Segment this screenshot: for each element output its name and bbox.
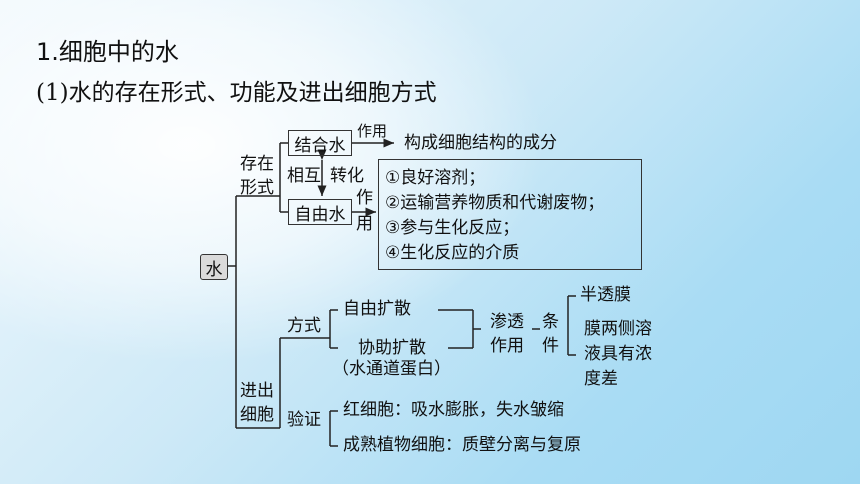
rbc-text: 红细胞：吸水膨胀，失水皱缩 (343, 400, 564, 420)
condition-char2: 件 (542, 336, 559, 356)
facilitated-note: （水通道蛋白） (332, 359, 451, 379)
condition-gradient-line1: 膜两侧溶 (584, 319, 652, 339)
free-function-box: ①良好溶剂； ②运输营养物质和代谢废物； ③参与生化反应； ④生化反应的介质 (378, 159, 642, 270)
free-function-1: ①良好溶剂； (385, 168, 486, 188)
branch-forms-line2: 形式 (240, 178, 274, 198)
bound-function-text: 构成细胞结构的成分 (404, 133, 557, 153)
branch-transport-line1: 进出 (240, 381, 274, 401)
bound-water-label: 结合水 (294, 135, 346, 156)
page-title: 1.细胞中的水 (36, 38, 179, 66)
free-action-char2: 用 (356, 214, 373, 234)
simple-diffusion-label: 自由扩散 (343, 299, 411, 319)
condition-semipermeable: 半透膜 (580, 285, 631, 305)
mutual-label: 相互 (287, 166, 321, 186)
verify-label: 验证 (287, 410, 321, 430)
free-water-box: 自由水 (288, 199, 352, 225)
free-action-char1: 作 (356, 188, 373, 208)
branch-transport-line2: 细胞 (240, 405, 274, 425)
page-subtitle: (1)水的存在形式、功能及进出细胞方式 (36, 80, 437, 106)
condition-gradient-line2: 液具有浓 (584, 344, 652, 364)
root-label: 水 (205, 259, 223, 280)
free-function-4: ④生化反应的介质 (385, 243, 520, 263)
osmosis-line1: 渗透 (490, 312, 524, 332)
plant-cell-text: 成熟植物细胞：质壁分离与复原 (343, 435, 581, 455)
condition-char1: 条 (542, 312, 559, 332)
root-node: 水 (200, 254, 228, 280)
method-label: 方式 (287, 316, 321, 336)
osmosis-line2: 作用 (490, 336, 524, 356)
convert-label: 转化 (330, 166, 364, 186)
bound-water-box: 结合水 (288, 130, 352, 156)
free-function-3: ③参与生化反应； (385, 218, 520, 238)
condition-gradient-line3: 度差 (584, 369, 618, 389)
free-water-label: 自由水 (294, 204, 346, 225)
facilitated-diffusion-label: 协助扩散 (358, 338, 426, 358)
free-function-2: ②运输营养物质和代谢废物； (385, 193, 605, 213)
bound-action-label: 作用 (357, 122, 388, 140)
branch-forms-line1: 存在 (240, 154, 274, 174)
